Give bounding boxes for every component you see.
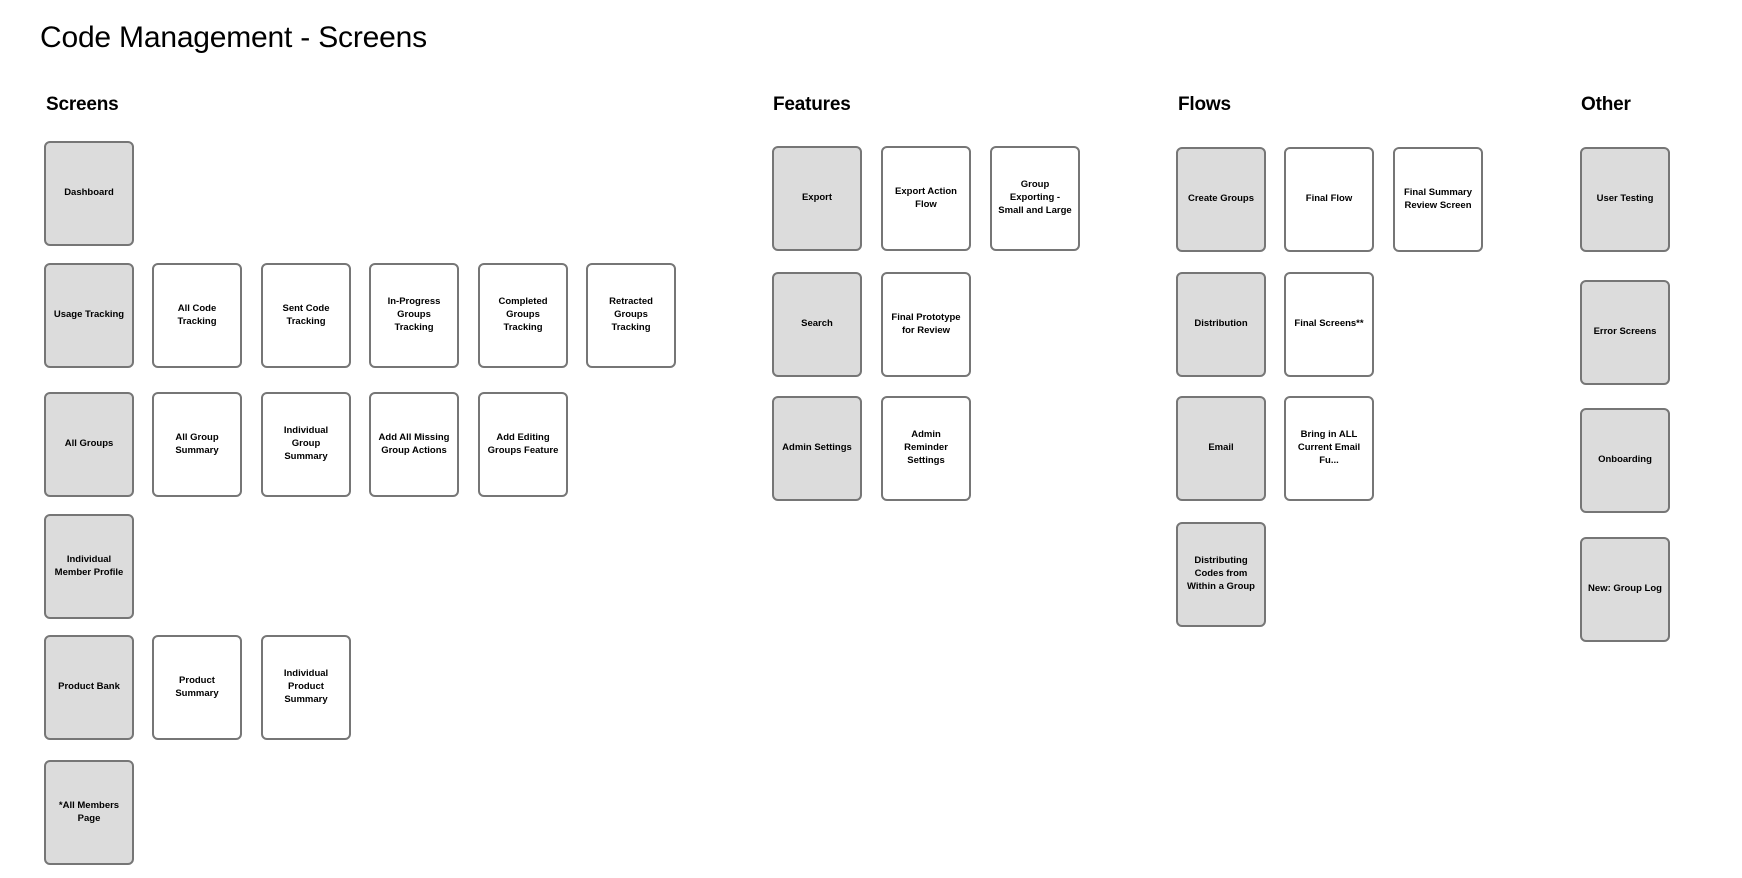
canvas-card[interactable]: *All Members Page	[44, 760, 134, 865]
section-header-other: Other	[1581, 94, 1631, 115]
card-label: Create Groups	[1188, 193, 1254, 205]
card-label: Individual Product Summary	[283, 668, 329, 705]
canvas-card[interactable]: Error Screens	[1580, 280, 1670, 385]
card-label: Final Flow	[1305, 193, 1353, 205]
card-label: Usage Tracking	[53, 309, 125, 321]
page-title: Code Management - Screens	[40, 21, 427, 55]
card-label: Email	[1208, 442, 1234, 454]
card-label: Admin Settings	[782, 442, 852, 454]
canvas-card[interactable]: Search	[772, 272, 862, 377]
canvas-card[interactable]: Add All Missing Group Actions	[369, 392, 459, 497]
canvas-card[interactable]: User Testing	[1580, 147, 1670, 252]
canvas-card[interactable]: Admin Reminder Settings	[881, 396, 971, 501]
canvas-card[interactable]: Individual Group Summary	[261, 392, 351, 497]
canvas-card[interactable]: Distribution	[1176, 272, 1266, 377]
card-label: Product Summary	[175, 674, 219, 699]
canvas-card[interactable]: Product Summary	[152, 635, 242, 740]
card-label: User Testing	[1596, 193, 1654, 205]
card-label: *All Members Page	[58, 799, 120, 824]
card-label: Admin Reminder Settings	[904, 429, 948, 466]
card-label: Add Editing Groups Feature	[487, 431, 559, 456]
card-label: Individual Member Profile	[54, 553, 124, 578]
canvas-card[interactable]: All Group Summary	[152, 392, 242, 497]
canvas-card[interactable]: Admin Settings	[772, 396, 862, 501]
canvas-card[interactable]: Completed Groups Tracking	[478, 263, 568, 368]
card-label: Retracted Groups Tracking	[609, 296, 653, 333]
card-label: Individual Group Summary	[283, 425, 329, 462]
canvas-card[interactable]: All Groups	[44, 392, 134, 497]
canvas-card[interactable]: Bring in ALL Current Email Fu...	[1284, 396, 1374, 501]
canvas-card[interactable]: Add Editing Groups Feature	[478, 392, 568, 497]
card-label: Error Screens	[1593, 326, 1657, 338]
canvas-card[interactable]: In-Progress Groups Tracking	[369, 263, 459, 368]
card-label: Distributing Codes from Within a Group	[1187, 555, 1255, 592]
section-header-flows: Flows	[1178, 94, 1231, 115]
canvas-card[interactable]: Onboarding	[1580, 408, 1670, 513]
card-label: Bring in ALL Current Email Fu...	[1297, 429, 1361, 466]
canvas-card[interactable]: Sent Code Tracking	[261, 263, 351, 368]
card-label: Dashboard	[64, 187, 114, 199]
canvas-card[interactable]: Final Flow	[1284, 147, 1374, 252]
card-label: Search	[801, 318, 833, 330]
card-label: Product Bank	[58, 681, 120, 693]
section-header-screens: Screens	[46, 94, 119, 115]
card-label: Final Screens**	[1294, 318, 1364, 330]
card-label: All Group Summary	[175, 431, 219, 456]
canvas-card[interactable]: Individual Member Profile	[44, 514, 134, 619]
canvas-card[interactable]: New: Group Log	[1580, 537, 1670, 642]
card-label: Add All Missing Group Actions	[378, 431, 450, 456]
card-label: Final Summary Review Screen	[1403, 186, 1473, 211]
canvas-card[interactable]: Usage Tracking	[44, 263, 134, 368]
card-label: Distribution	[1194, 318, 1248, 330]
card-label: Export Action Flow	[895, 185, 957, 210]
card-label: New: Group Log	[1588, 583, 1662, 595]
card-label: Group Exporting - Small and Large	[998, 179, 1072, 216]
canvas-card[interactable]: Individual Product Summary	[261, 635, 351, 740]
canvas-card[interactable]: Email	[1176, 396, 1266, 501]
card-label: Onboarding	[1598, 454, 1652, 466]
canvas-card[interactable]: Group Exporting - Small and Large	[990, 146, 1080, 251]
section-header-features: Features	[773, 94, 851, 115]
canvas-card[interactable]: Final Summary Review Screen	[1393, 147, 1483, 252]
card-label: Export	[801, 192, 833, 204]
canvas-card[interactable]: Retracted Groups Tracking	[586, 263, 676, 368]
canvas-card[interactable]: Distributing Codes from Within a Group	[1176, 522, 1266, 627]
card-label: In-Progress Groups Tracking	[387, 296, 441, 333]
canvas-card[interactable]: Final Prototype for Review	[881, 272, 971, 377]
canvas-card[interactable]: Export	[772, 146, 862, 251]
canvas-card[interactable]: Final Screens**	[1284, 272, 1374, 377]
card-label: All Groups	[64, 438, 114, 450]
canvas-card[interactable]: Export Action Flow	[881, 146, 971, 251]
canvas-card[interactable]: Dashboard	[44, 141, 134, 246]
card-label: All Code Tracking	[177, 302, 217, 327]
canvas-card[interactable]: Product Bank	[44, 635, 134, 740]
card-label: Sent Code Tracking	[282, 302, 330, 327]
canvas-card[interactable]: Create Groups	[1176, 147, 1266, 252]
card-label: Completed Groups Tracking	[498, 296, 548, 333]
card-label: Final Prototype for Review	[891, 311, 961, 336]
canvas-card[interactable]: All Code Tracking	[152, 263, 242, 368]
